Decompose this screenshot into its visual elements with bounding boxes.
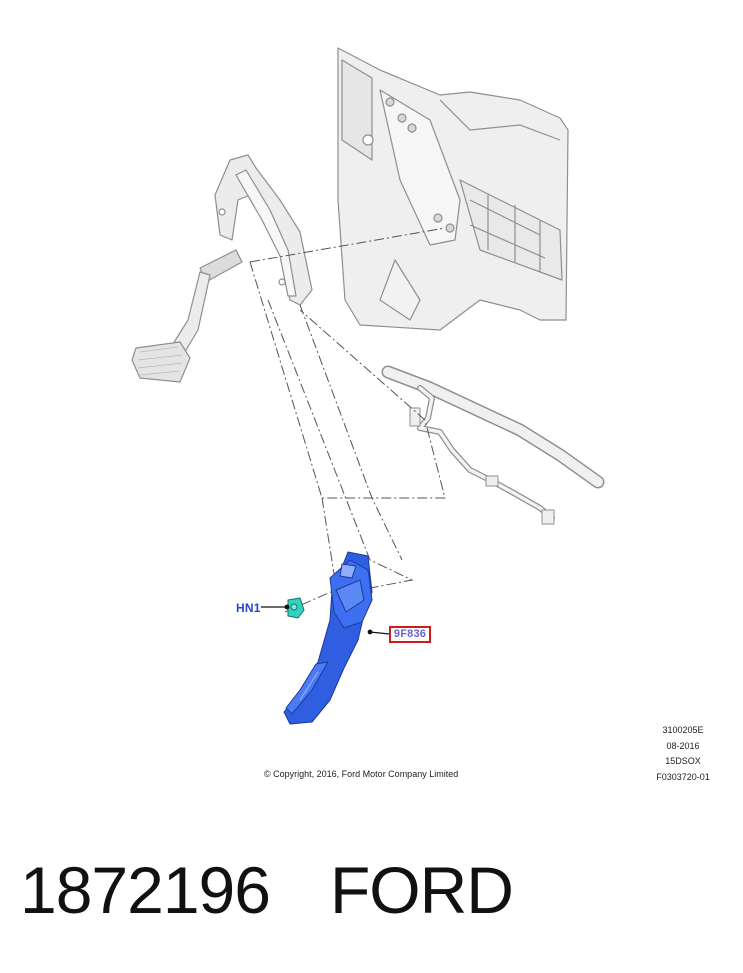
brake-pedal-assembly xyxy=(131,154,313,383)
callout-hn1-label: HN1 xyxy=(236,601,261,615)
callout-leaders xyxy=(261,604,390,635)
assembly-guide-lines xyxy=(249,227,446,613)
copyright-notice: © Copyright, 2016, Ford Motor Company Li… xyxy=(264,769,459,779)
part-footer: 1872196 FORD xyxy=(20,852,514,928)
diagram-code: 3100205E xyxy=(662,725,704,735)
callout-9f836-label: 9F836 xyxy=(389,626,431,643)
diagram-meta-block: 3100205E 08-2016 15DSOX F0303720-01 xyxy=(648,723,718,785)
brand-name: FORD xyxy=(329,853,514,927)
firewall-panel xyxy=(337,47,569,331)
fastener-hn1 xyxy=(287,597,305,619)
part-number: 1872196 xyxy=(20,853,271,927)
accelerator-pedal-9f836 xyxy=(283,551,373,725)
diagram-figure-id: F0303720-01 xyxy=(656,771,710,782)
wiring-harness xyxy=(381,365,605,525)
diagram-date: 08-2016 xyxy=(666,740,700,751)
diagram-model: 15DSOX xyxy=(665,756,701,766)
